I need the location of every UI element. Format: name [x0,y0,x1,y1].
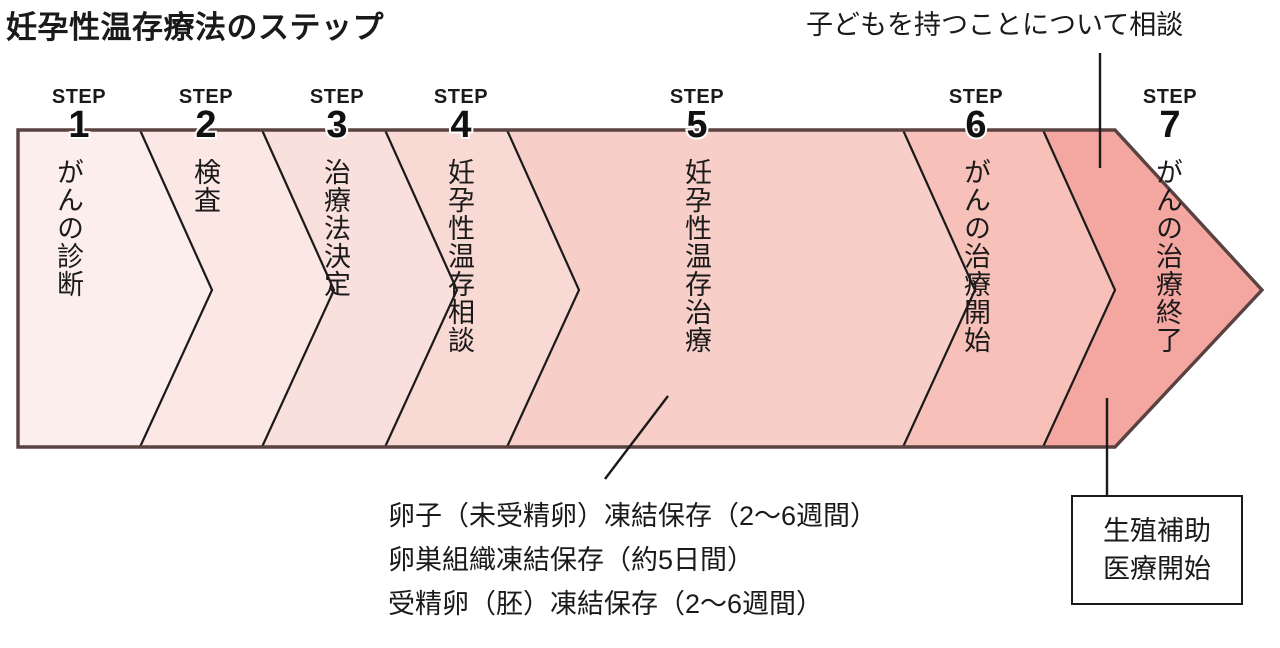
step-label-6: がんの治療開始 [960,158,990,354]
divider-4-5 [505,129,581,448]
step-label-1: がんの診断 [53,158,83,298]
segment-6 [903,130,1115,447]
segment-1 [18,130,212,447]
leader-line-step5-notes [604,395,669,480]
note-line-3: 受精卵（胚）凍結保存（2〜6週間） [388,589,824,619]
side-box-line-2: 医療開始 [1103,554,1211,584]
divider-5-6 [901,129,977,448]
callout-top-label: 子どもを持つことについて相談 [806,10,1184,40]
note-line-1: 卵子（未受精卵）凍結保存（2〜6週間） [388,501,878,531]
segment-4 [385,130,579,447]
assisted-reproduction-box: 生殖補助 医療開始 [1071,495,1243,605]
flow-segments [18,130,1262,447]
segment-2 [140,130,334,447]
flow-dividers [138,129,1117,448]
step-label-5: 妊孕性温存治療 [681,158,711,354]
segment-7 [1043,130,1262,447]
segment-3 [262,130,457,447]
segment-5 [507,130,975,447]
side-box-line-1: 生殖補助 [1103,516,1211,546]
leader-lines [604,53,1109,495]
step-label-2: 検査 [190,158,220,214]
step-label-4: 妊孕性温存相談 [444,158,474,354]
divider-1-2 [138,129,214,448]
step-label-3: 治療法決定 [320,158,350,298]
page-title: 妊孕性温存療法のステップ [6,10,384,45]
fertility-preservation-notes: 卵子（未受精卵）凍結保存（2〜6週間） 卵巣組織凍結保存（約5日間） 受精卵（胚… [388,494,877,626]
flow-outline [16,128,1265,449]
step-label-7: がんの治療終了 [1152,158,1182,354]
divider-6-7 [1041,129,1117,448]
divider-2-3 [260,129,336,448]
divider-3-4 [383,129,459,448]
note-line-2: 卵巣組織凍結保存（約5日間） [388,545,755,575]
